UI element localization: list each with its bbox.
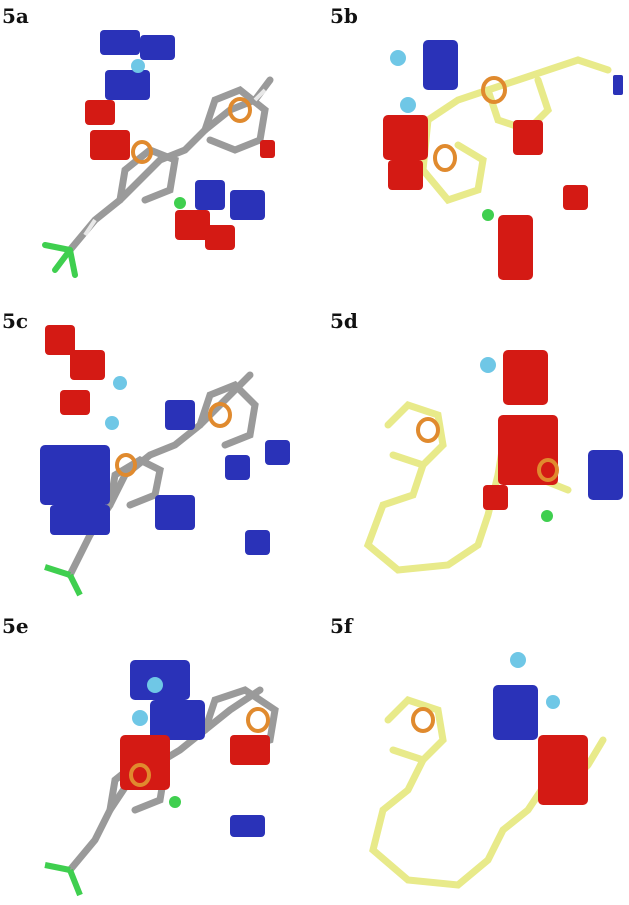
panel-label: 5c xyxy=(2,309,29,333)
panel-5b: 5b xyxy=(328,0,628,295)
molecule-figure-5e xyxy=(44,660,279,897)
panel-label: 5e xyxy=(2,614,29,638)
molecule-figure-5f xyxy=(369,652,607,889)
panel-label: 5a xyxy=(2,4,29,28)
molecule-figure-5c xyxy=(40,325,290,597)
molecule-figure-5d xyxy=(363,350,623,574)
panel-label: 5b xyxy=(330,4,358,28)
panel-label: 5f xyxy=(330,614,353,638)
molecule-figure-5a xyxy=(42,30,275,278)
panel-5f: 5f xyxy=(328,610,628,905)
panel-5d: 5d xyxy=(328,305,628,600)
molecule-figure-5b xyxy=(383,40,623,280)
panel-5c: 5c xyxy=(0,305,300,600)
panel-5a: 5a xyxy=(0,0,300,295)
panel-5e: 5e xyxy=(0,610,300,905)
panel-label: 5d xyxy=(330,309,358,333)
